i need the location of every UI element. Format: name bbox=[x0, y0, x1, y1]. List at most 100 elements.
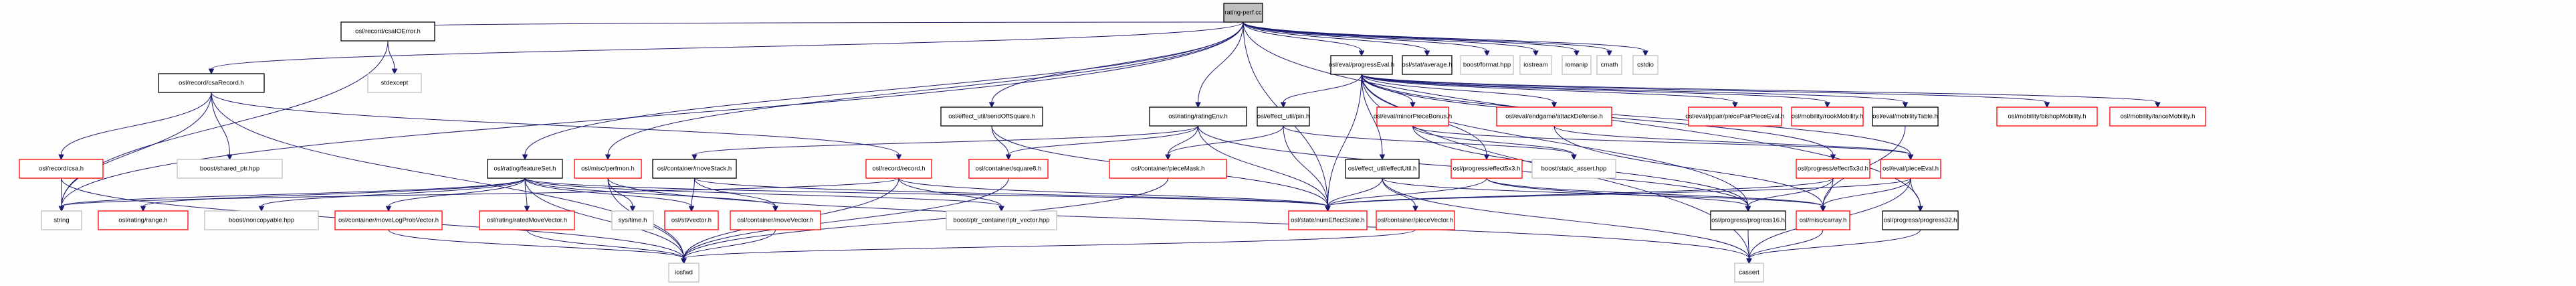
graph-node-progresseval[interactable]: osl/eval/progressEval.h bbox=[1329, 55, 1394, 75]
graph-node-square8[interactable]: osl/container/square8.h bbox=[968, 159, 1049, 179]
graph-node-bishopmobility[interactable]: osl/mobility/bishopMobility.h bbox=[1996, 106, 2098, 127]
graph-node-perfmon[interactable]: osl/misc/perfmon.h bbox=[574, 159, 642, 179]
arrowhead-icon bbox=[1902, 102, 1909, 109]
include-edge bbox=[607, 21, 1244, 155]
graph-node-movevector[interactable]: osl/container/moveVector.h bbox=[730, 210, 821, 230]
graph-node-numeffectstate[interactable]: osl/state/numEffectState.h bbox=[1288, 210, 1368, 230]
graph-node-effectutil[interactable]: osl/effect_util/effectUtil.h bbox=[1345, 159, 1420, 179]
node-box bbox=[204, 210, 319, 230]
graph-node-rookmobility[interactable]: osl/mobility/rookMobility.h bbox=[1791, 106, 1864, 127]
graph-node-featureset[interactable]: osl/rating/featureSet.h bbox=[487, 159, 563, 179]
graph-node-lancemobility[interactable]: osl/mobility/lanceMobility.h bbox=[2109, 106, 2206, 127]
graph-node-cassert: cassert bbox=[1734, 263, 1764, 283]
node-box bbox=[1632, 55, 1658, 75]
node-box bbox=[1796, 159, 1870, 179]
graph-node-piecemask[interactable]: osl/container/pieceMask.h bbox=[1109, 159, 1227, 179]
include-edge bbox=[526, 229, 684, 259]
include-edge bbox=[1283, 125, 1328, 207]
graph-node-attackdefense[interactable]: osl/eval/endgame/attackDefense.h bbox=[1496, 106, 1612, 127]
include-edge bbox=[1243, 21, 1428, 52]
node-label: cmath bbox=[1601, 62, 1618, 69]
node-box bbox=[1460, 55, 1514, 75]
graph-node-stlvector[interactable]: osl/stl/vector.h bbox=[664, 210, 719, 230]
graph-node-csarecord[interactable]: osl/record/csaRecord.h bbox=[158, 73, 265, 93]
include-edge bbox=[1168, 125, 1284, 155]
graph-node-average[interactable]: osl/stat/average.h bbox=[1402, 55, 1453, 75]
node-label: osl/mobility/lanceMobility.h bbox=[2121, 113, 2195, 121]
graph-node-iosfwd: iosfwd bbox=[668, 263, 700, 283]
graph-node-piecepairpieceeval[interactable]: osl/eval/ppair/piecePairPieceEval.h bbox=[1685, 106, 1785, 127]
node-label: osl/eval/pieceEval.h bbox=[1883, 165, 1939, 173]
include-edge bbox=[1243, 21, 1362, 52]
include-edge bbox=[898, 177, 1328, 207]
include-edge bbox=[1327, 177, 1834, 207]
node-label: osl/record/csaIOError.h bbox=[355, 28, 421, 35]
graph-node-progress32[interactable]: osl/progress/progress32.h bbox=[1882, 210, 1959, 230]
node-label: osl/eval/progressEval.h bbox=[1329, 62, 1394, 69]
include-edge bbox=[683, 177, 1168, 259]
graph-node-ratingenv[interactable]: osl/rating/ratingEnv.h bbox=[1149, 106, 1247, 127]
node-box bbox=[1149, 106, 1247, 127]
include-edge bbox=[607, 177, 1749, 259]
node-box bbox=[1109, 159, 1227, 179]
arrowhead-icon bbox=[1642, 50, 1648, 57]
include-edge bbox=[694, 125, 1198, 155]
graph-node-movestack[interactable]: osl/container/moveStack.h bbox=[652, 159, 737, 179]
node-label: rating-perf.cc bbox=[1224, 9, 1262, 17]
include-edge bbox=[1412, 125, 1911, 155]
arrowhead-icon bbox=[385, 206, 392, 212]
graph-node-rating-perf[interactable]: rating-perf.cc bbox=[1223, 3, 1263, 23]
arrowhead-icon bbox=[1424, 50, 1430, 57]
graph-node-mobilitytable[interactable]: osl/eval/mobilityTable.h bbox=[1872, 106, 1939, 127]
include-edge bbox=[1008, 125, 1198, 155]
graph-node-record[interactable]: osl/record/record.h bbox=[865, 159, 932, 179]
include-edge bbox=[607, 177, 633, 207]
graph-node-piecevector[interactable]: osl/container/pieceVector.h bbox=[1376, 210, 1455, 230]
include-edge bbox=[1382, 177, 1749, 259]
graph-node-csa[interactable]: osl/record/csa.h bbox=[19, 159, 104, 179]
node-box bbox=[1257, 106, 1310, 127]
arrowhead-icon bbox=[2044, 102, 2050, 109]
graph-node-string: string bbox=[41, 210, 82, 230]
include-edge bbox=[211, 92, 230, 155]
node-box bbox=[946, 210, 1057, 230]
node-box bbox=[865, 159, 932, 179]
include-edge bbox=[1822, 177, 1834, 207]
graph-node-movelogprobvector[interactable]: osl/container/moveLogProbVector.h bbox=[334, 210, 443, 230]
node-box bbox=[940, 106, 1043, 127]
graph-node-systime: sys/time.h bbox=[611, 210, 654, 230]
graph-node-csaioerror[interactable]: osl/record/csaIOError.h bbox=[340, 21, 435, 42]
arrowhead-icon bbox=[1571, 154, 1577, 161]
node-label: osl/stl/vector.h bbox=[671, 217, 712, 224]
node-box bbox=[1402, 55, 1453, 75]
node-label: osl/effect_util/pin.h bbox=[1257, 113, 1310, 121]
graph-node-pieceeval[interactable]: osl/eval/pieceEval.h bbox=[1880, 159, 1941, 179]
node-box bbox=[1376, 210, 1455, 230]
graph-node-iostream: iostream bbox=[1519, 55, 1552, 75]
include-edge bbox=[1910, 177, 1921, 207]
edges-layer bbox=[58, 21, 2161, 265]
graph-node-carray[interactable]: osl/misc/carray.h bbox=[1796, 210, 1850, 230]
graph-node-range[interactable]: osl/rating/range.h bbox=[98, 210, 189, 230]
graph-node-format: boost/format.hpp bbox=[1460, 55, 1514, 75]
node-label: cstdio bbox=[1637, 62, 1654, 69]
node-box bbox=[1451, 159, 1523, 179]
graph-node-minorpiecebonus[interactable]: osl/eval/minorPieceBonus.h bbox=[1374, 106, 1452, 127]
node-box bbox=[1519, 55, 1552, 75]
graph-node-pin[interactable]: osl/effect_util/pin.h bbox=[1257, 106, 1310, 127]
graph-node-effect5x3[interactable]: osl/progress/effect5x3.h bbox=[1451, 159, 1523, 179]
node-label: osl/container/moveVector.h bbox=[737, 217, 813, 224]
node-box bbox=[340, 21, 435, 42]
node-box bbox=[1996, 106, 2098, 127]
graph-node-ratedmovevector[interactable]: osl/rating/ratedMoveVector.h bbox=[479, 210, 575, 230]
include-edge bbox=[524, 177, 1328, 207]
include-edge bbox=[61, 92, 212, 155]
graph-node-progress16[interactable]: osl/progress/progress16.h bbox=[1710, 210, 1786, 230]
include-edge bbox=[211, 21, 1244, 70]
include-edge bbox=[1747, 177, 1834, 207]
node-label: boost/shared_ptr.hpp bbox=[200, 165, 259, 173]
graph-node-sendoffsquare[interactable]: osl/effect_util/sendOffSquare.h bbox=[940, 106, 1043, 127]
graph-node-effect5x3d[interactable]: osl/progress/effect5x3d.h bbox=[1796, 159, 1870, 179]
arrowhead-icon bbox=[629, 206, 636, 212]
